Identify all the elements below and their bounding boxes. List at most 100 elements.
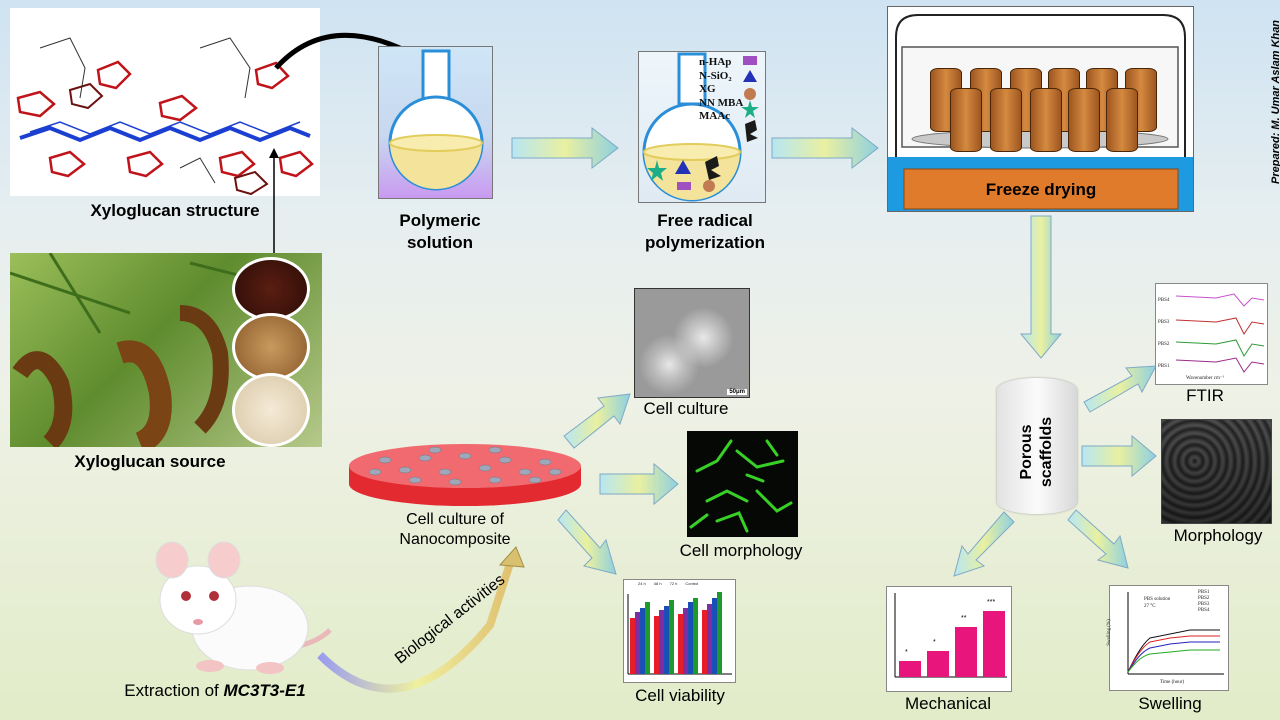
viability-legend-item: Control [685, 581, 699, 586]
cell-morphology-fluorescence-image [687, 431, 798, 537]
petri-dish [345, 440, 585, 510]
swelling-chart-drawing [1127, 592, 1224, 675]
extraction-label: Extraction of MC3T3-E1 [100, 681, 330, 701]
sem-scale-bar: 50μm [727, 389, 747, 395]
cylinder [1106, 88, 1138, 152]
polymeric-flask-panel [378, 46, 493, 199]
arrow-to-cell-morphology [599, 462, 679, 506]
legend-xg: XG [699, 83, 716, 95]
arrow-to-cell-viability [557, 509, 617, 575]
arrow-down-to-scaffolds [1019, 215, 1063, 359]
xyloglucan-source-label: Xyloglucan source [74, 452, 226, 471]
cell-viability-chart-panel: 24 h 48 h 72 h Control [623, 579, 736, 683]
viability-chart-drawing [627, 592, 732, 675]
petri-dish-drawing [349, 444, 581, 506]
ftir-label: FTIR [1186, 386, 1224, 405]
polymeric-line-1: Polymeric [399, 211, 481, 230]
ftir-spectra-panel: PBS4 PBS3 PBS2 PBS1 Wavenumber cm⁻¹ [1155, 283, 1268, 385]
porous-line-2: scaffolds [1038, 416, 1055, 488]
cell-morphology-label: Cell morphology [679, 541, 803, 560]
credit-text: Prepared: M. Umar Aslam Khan [1270, 19, 1280, 184]
swelling-legend-item: PBS4 [1198, 608, 1210, 613]
ftir-trace-labels: PBS4 PBS3 PBS2 PBS1 [1158, 290, 1169, 378]
biological-activities-arrow [317, 546, 525, 693]
mechanical-chart-drawing [894, 593, 1007, 678]
cell-viability-label: Cell viability [635, 686, 725, 705]
xyloglucan-structure-drawing [16, 37, 314, 196]
rat-illustration [140, 530, 340, 680]
swelling-legend-item: PBS1 [1198, 590, 1210, 595]
viability-legend-item: 24 h [638, 581, 646, 586]
swelling-x-label: Time (hour) [1160, 680, 1185, 685]
source-to-structure-arrow [269, 148, 279, 256]
porous-scaffold-cylinder: Porous scaffolds [997, 378, 1077, 514]
mechanical-star: ** [961, 615, 967, 622]
culture-line-2: Nanocomposite [399, 531, 511, 548]
tamarind-photo [10, 253, 322, 447]
flask-legend: n-HAp N-SiO₂ XG NN MBA MAAc [699, 56, 743, 124]
viability-legend-item: 48 h [653, 581, 662, 586]
swelling-note: PBS solution 27 °C [1144, 596, 1170, 610]
porous-line-1: Porous [1018, 424, 1035, 480]
powder-circle [232, 373, 310, 447]
rat-drawing [155, 541, 332, 674]
cell-culture-label: Cell culture [643, 399, 729, 418]
legend-nsio2: N-SiO₂ [699, 69, 732, 82]
free-radical-line-1: Free radical [657, 211, 753, 230]
legend-nnmba: NN MBA [699, 96, 744, 109]
arrow-to-morphology [1081, 434, 1157, 478]
swelling-label: Swelling [1138, 694, 1202, 713]
mechanical-chart-panel: * * ** *** [886, 586, 1012, 692]
legend-nhap: n-HAp [699, 56, 732, 68]
mechanical-star: * [905, 649, 908, 656]
swelling-y-label: Swelling (%) [1106, 619, 1112, 646]
cylinder [950, 88, 982, 152]
morphology-label: Morphology [1173, 526, 1263, 545]
xyloglucan-structure-image [10, 8, 320, 196]
dehulled-seeds-circle [232, 313, 310, 381]
tamarind-pods-drawing [10, 253, 311, 447]
arrow-to-mechanical [953, 511, 1015, 577]
ftir-trace-label: PBS3 [1158, 320, 1170, 325]
cell-culture-of-nanocomposite-label: Cell culture of Nanocomposite [380, 510, 530, 550]
swelling-note-line-2: 27 °C [1144, 604, 1156, 609]
arrow-to-ftir [1083, 365, 1157, 413]
cylinder [990, 88, 1022, 152]
porous-scaffolds-label: Porous scaffolds [1017, 382, 1057, 522]
polymeric-line-2: solution [406, 233, 474, 252]
arrow-to-polymerization [511, 126, 619, 170]
fluorescence-cells-drawing [689, 439, 793, 533]
ftir-trace-label: PBS1 [1158, 364, 1170, 369]
mechanical-label: Mechanical [905, 694, 991, 713]
swelling-legend-item: PBS2 [1198, 596, 1210, 601]
legend-maac: MAAc [699, 110, 731, 122]
swelling-legend-item: PBS3 [1198, 602, 1210, 607]
ftir-trace-label: PBS2 [1158, 342, 1170, 347]
polymerization-flask-panel: n-HAp N-SiO₂ XG NN MBA MAAc [638, 51, 766, 203]
cell-culture-sem-image: 50μm [634, 288, 750, 398]
free-radical-label: Free radical polymerization [620, 210, 790, 254]
polymeric-solution-label: Polymeric solution [370, 210, 510, 254]
scaffold-sem-image [1161, 419, 1272, 524]
viability-legend-item: 72 h [669, 581, 678, 586]
freeze-drying-label: Freeze drying [985, 180, 1097, 199]
ftir-spectra-drawing [1175, 293, 1265, 373]
culture-line-1: Cell culture of [406, 511, 504, 528]
ftir-x-label: Wavenumber cm⁻¹ [1186, 376, 1225, 381]
polymerization-flask-drawing [642, 52, 759, 202]
arrow-to-cell-culture [563, 393, 631, 449]
xyloglucan-structure-label: Xyloglucan structure [90, 201, 260, 220]
extraction-prefix: Extraction of [124, 681, 224, 700]
ftir-trace-label: PBS4 [1158, 298, 1170, 303]
viability-legend: 24 h 48 h 72 h Control [638, 581, 698, 586]
seeds-circle [232, 257, 310, 321]
cylinder [1068, 88, 1100, 152]
extraction-cell-line: MC3T3-E1 [223, 681, 306, 700]
mechanical-star: * [933, 639, 936, 646]
flask-drawing [388, 49, 484, 191]
cylinder [1030, 88, 1062, 152]
free-radical-line-2: polymerization [645, 233, 765, 252]
swelling-legend: PBS1 PBS2 PBS3 PBS4 [1198, 590, 1209, 614]
arrow-to-freeze-drying [771, 126, 879, 170]
swelling-chart-panel: PBS solution 27 °C PBS1 PBS2 PBS3 PBS4 S… [1106, 585, 1229, 691]
